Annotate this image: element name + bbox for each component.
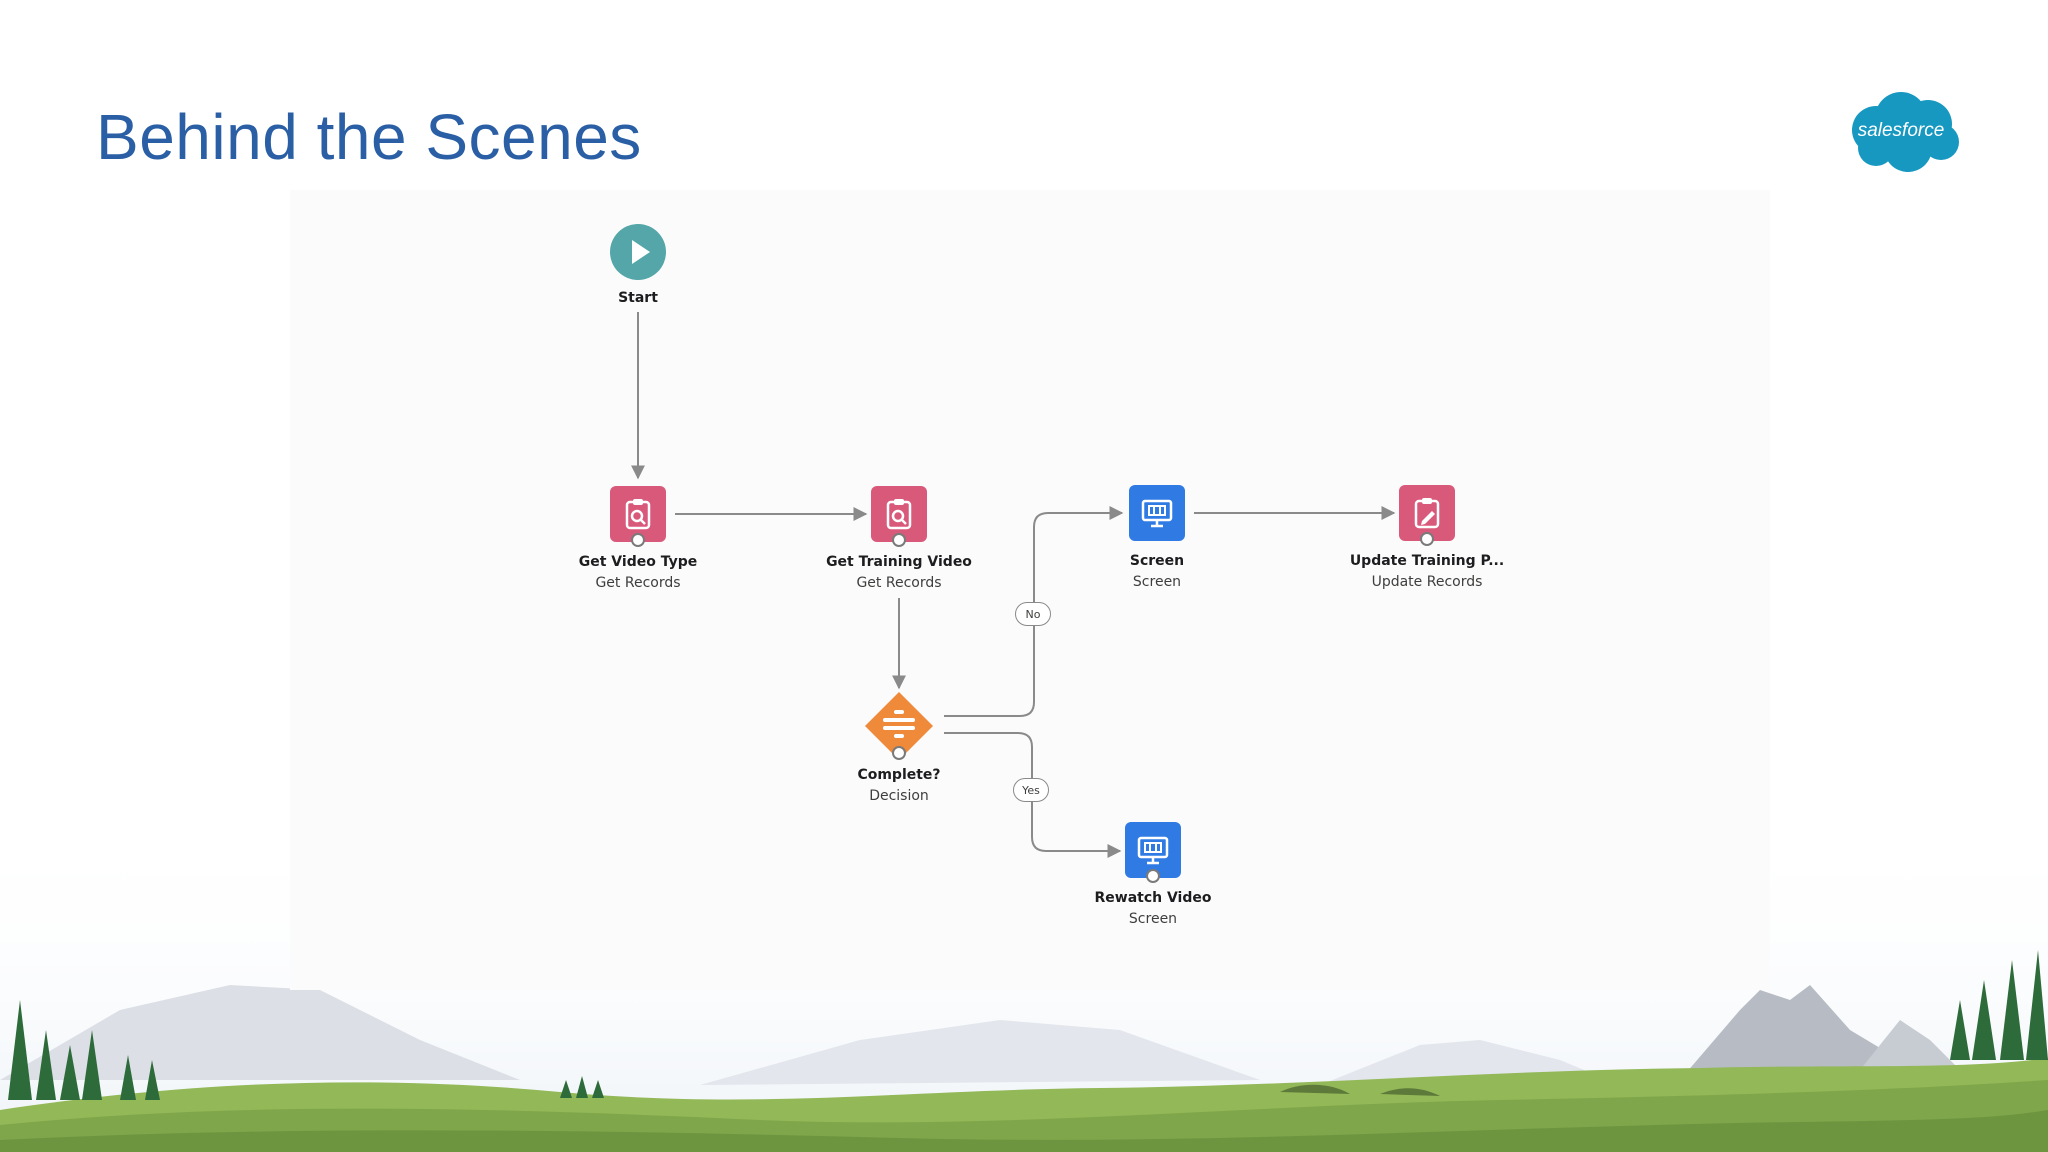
- edge-label-yes[interactable]: Yes: [1013, 778, 1049, 802]
- node-get-video-type-label: Get Video Type: [578, 554, 698, 570]
- node-connector-dot[interactable]: [892, 746, 906, 760]
- screen-icon: [1125, 822, 1181, 878]
- node-connector-dot[interactable]: [1146, 869, 1160, 883]
- node-screen-type: Screen: [1132, 574, 1182, 590]
- screen-icon: [1129, 485, 1185, 541]
- node-screen[interactable]: Screen Screen: [1047, 485, 1267, 595]
- get-records-icon: [610, 486, 666, 542]
- node-complete-type: Decision: [869, 788, 929, 804]
- get-records-icon: [871, 486, 927, 542]
- node-get-video-type-type: Get Records: [595, 575, 681, 591]
- logo-text: salesforce: [1857, 120, 1945, 141]
- node-connector-dot[interactable]: [892, 533, 906, 547]
- decision-icon: [863, 690, 935, 762]
- node-start-label: Start: [618, 290, 658, 306]
- node-connector-dot[interactable]: [631, 533, 645, 547]
- node-rewatch-video[interactable]: Rewatch Video Screen: [1043, 822, 1263, 932]
- node-get-video-type[interactable]: Get Video Type Get Records: [528, 486, 748, 596]
- node-get-training-video-type: Get Records: [856, 575, 942, 591]
- node-start[interactable]: Start: [528, 224, 748, 314]
- node-rewatch-video-type: Screen: [1128, 911, 1178, 927]
- node-complete-label: Complete?: [857, 767, 941, 783]
- node-update-training[interactable]: Update Training P... Update Records: [1317, 485, 1537, 595]
- node-complete-decision[interactable]: Complete? Decision: [789, 690, 1009, 810]
- slide-title: Behind the Scenes: [96, 101, 642, 173]
- node-rewatch-video-label: Rewatch Video: [1094, 890, 1212, 906]
- cloud-logo-icon: [1852, 92, 1959, 172]
- node-screen-label: Screen: [1129, 553, 1185, 569]
- salesforce-logo: salesforce: [1846, 90, 1966, 176]
- update-records-icon: [1399, 485, 1455, 541]
- node-update-training-label: Update Training P...: [1349, 553, 1505, 569]
- node-connector-dot[interactable]: [1420, 532, 1434, 546]
- node-update-training-type: Update Records: [1371, 574, 1483, 590]
- edge-label-no[interactable]: No: [1015, 602, 1051, 626]
- play-icon: [610, 224, 666, 280]
- node-get-training-video[interactable]: Get Training Video Get Records: [789, 486, 1009, 596]
- flow-canvas: [290, 190, 1770, 990]
- node-get-training-video-label: Get Training Video: [826, 554, 972, 570]
